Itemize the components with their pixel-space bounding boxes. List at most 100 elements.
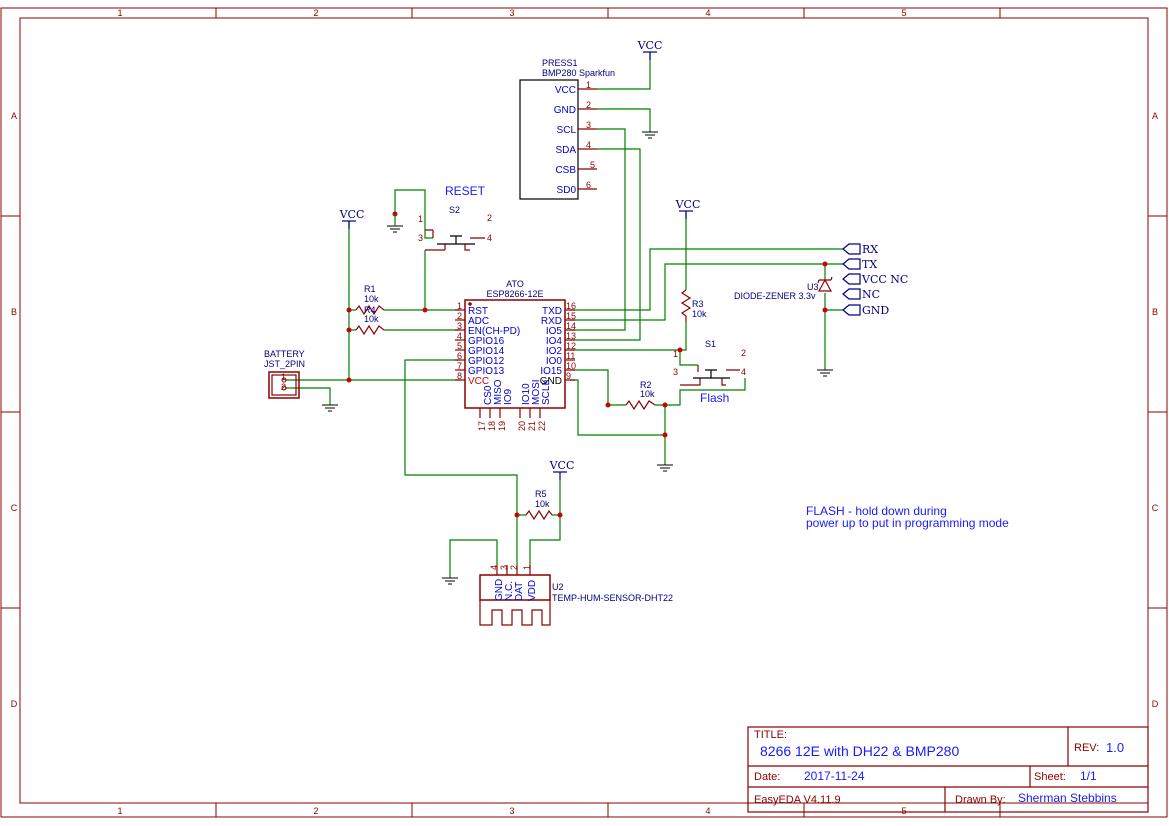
junctions: [346, 211, 828, 518]
zener-diode[interactable]: U3 DIODE-ZENER 3.3v: [734, 276, 833, 301]
vcc-label: VCC: [549, 459, 575, 472]
esp-pin-name: CS0: [483, 385, 494, 405]
dht22-sensor[interactable]: GND N.C. DAT VDD 4 3 2 1 U2 TEMP-HUM-SEN…: [479, 565, 673, 626]
bmp280-pin-num: 2: [586, 100, 591, 110]
date-label: Date:: [754, 771, 780, 783]
dht22-pin-num: 2: [509, 565, 519, 570]
dht22-pin-name: VDD: [527, 580, 538, 601]
bmp280-pin-name: SDA: [555, 145, 576, 156]
esp-pin-name: GPIO13: [468, 366, 505, 377]
reset-ref: S2: [449, 205, 460, 215]
esp-pin-name: TXD: [542, 306, 562, 317]
net-port-label: RX: [862, 243, 878, 256]
col-label-3: 3: [509, 8, 514, 18]
vcc-label: VCC: [339, 208, 365, 221]
resistor-r2[interactable]: R2 10k: [625, 380, 656, 411]
bmp280-module[interactable]: PRESS1 BMP280 Sparkfun VCC GND SCL SDA C…: [519, 58, 615, 200]
ground-symbol: [817, 369, 833, 377]
reset-switch[interactable]: RESET S2 1 2 3 4: [418, 184, 492, 251]
bmp280-pin-num: 3: [586, 120, 591, 130]
col-label-5: 5: [901, 8, 906, 18]
esp-pin-num: 9: [566, 371, 571, 381]
esp-pin-num: 10: [566, 361, 576, 371]
net-port-label: GND: [862, 304, 889, 317]
row-label-d: D: [11, 699, 18, 709]
esp-pin-name: IO0: [546, 356, 563, 367]
col-label-5-bottom: 5: [901, 806, 906, 816]
esp-left-pins: RST ADC EN(CH-PD) GPIO16 GPIO14 GPIO12 G…: [455, 301, 520, 387]
reset-pin-num: 2: [487, 213, 492, 223]
drawn-by-label: Drawn By:: [955, 794, 1006, 806]
net-port-nc[interactable]: NC: [842, 288, 880, 301]
resistor-r5[interactable]: R5 10k: [525, 489, 553, 521]
bmp280-ref: PRESS1: [542, 58, 578, 68]
net-port-vcc-nc[interactable]: VCC NC: [842, 273, 908, 286]
row-label-c: C: [11, 503, 18, 513]
esp-pin-num: 14: [566, 321, 576, 331]
esp-pin-num: 7: [457, 361, 462, 371]
dht22-ref: U2: [552, 582, 564, 592]
esp-pin-num: 11: [566, 351, 575, 361]
esp-pin-name: ADC: [468, 316, 489, 327]
esp-pin-name: IO5: [546, 326, 563, 337]
flash-note: FLASH - hold down during power up to put…: [806, 504, 1009, 530]
battery-ref: BATTERY: [264, 349, 305, 359]
reset-pin-num: 4: [487, 233, 492, 243]
bmp280-pin-name: VCC: [555, 85, 576, 96]
title-label: TITLE:: [754, 729, 787, 741]
esp-pin-num: 2: [457, 311, 462, 321]
vcc-symbol-left: VCC: [339, 208, 365, 229]
vcc-label: VCC: [637, 39, 663, 52]
esp-pin-name: SCLK: [541, 379, 552, 405]
net-port-label: NC: [862, 288, 880, 301]
esp-pin-num: 13: [566, 331, 576, 341]
resistor-r1[interactable]: R1 10k: [355, 284, 385, 316]
esp-pin-name: EN(CH-PD): [468, 326, 520, 337]
bmp280-pin-num: 1: [586, 80, 591, 90]
dht22-pin-num: 4: [489, 565, 499, 570]
col-label-1-bottom: 1: [117, 806, 122, 816]
col-label-4: 4: [705, 8, 710, 18]
r3-ref: R3: [692, 299, 704, 309]
resistor-r3[interactable]: R3 10k: [680, 289, 707, 322]
reset-pin-num: 1: [418, 214, 423, 224]
esp-pin-name: IO9: [503, 388, 514, 405]
zener-ref: U3: [807, 282, 819, 292]
esp-pin-num: 21: [527, 421, 537, 431]
ground-symbol: [322, 404, 338, 412]
esp-right-pins: TXD RXD IO5 IO4 IO2 IO0 IO15 GND 16 15 1…: [540, 301, 576, 387]
sheet-frame: [0, 7, 1168, 818]
esp-pin-num: 20: [517, 421, 527, 431]
sheet-label: Sheet:: [1034, 771, 1066, 783]
r3-value: 10k: [692, 309, 707, 319]
dht22-value: TEMP-HUM-SENSOR-DHT22: [552, 593, 673, 603]
ground-symbol: [442, 577, 458, 585]
vcc-symbol-bmp: VCC: [637, 39, 663, 60]
battery-pin-num: 1: [281, 372, 286, 382]
col-label-2: 2: [313, 8, 318, 18]
resistor-r4[interactable]: R4 10k: [355, 305, 385, 336]
rev-label: REV:: [1074, 742, 1099, 754]
row-label-a-right: A: [1152, 111, 1158, 121]
row-label-c-right: C: [1152, 503, 1159, 513]
dht22-pin-num: 1: [522, 565, 532, 570]
net-port-tx[interactable]: TX: [842, 258, 877, 271]
net-port-label: TX: [862, 258, 877, 271]
flash-pin-num: 2: [741, 348, 746, 358]
flash-switch[interactable]: S1 1 2 3 4 Flash: [673, 339, 746, 405]
note-line-2: power up to put in programming mode: [806, 516, 1009, 530]
bmp280-value: BMP280 Sparkfun: [542, 68, 615, 78]
net-port-gnd[interactable]: GND: [842, 304, 889, 317]
flash-pin-num: 3: [673, 367, 678, 377]
battery-connector[interactable]: BATTERY JST_2PIN 1 2: [264, 349, 305, 399]
net-port-rx[interactable]: RX: [842, 243, 878, 256]
flash-pin-num: 4: [741, 367, 746, 377]
esp-pin-name: MISO: [493, 379, 504, 405]
esp-pin-num: 15: [566, 311, 576, 321]
sheet-title: 8266 12E with DH22 & BMP280: [760, 743, 959, 759]
bmp280-pin-name: CSB: [555, 165, 576, 176]
flash-title: Flash: [700, 391, 729, 405]
reset-title: RESET: [445, 184, 486, 198]
esp8266-module[interactable]: ATO ESP8266-12E RST ADC EN(CH-PD) GPIO16…: [455, 279, 576, 431]
